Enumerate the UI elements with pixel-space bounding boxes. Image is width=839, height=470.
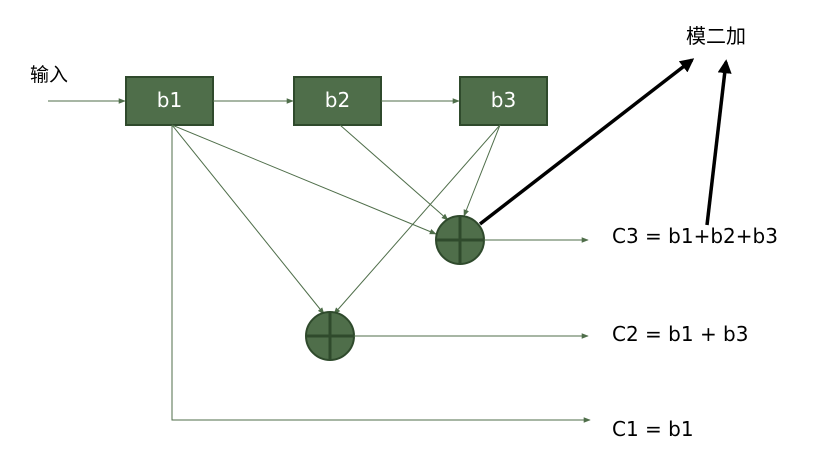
register-label-b1: b1 xyxy=(156,88,183,112)
annotation-arrow-plus xyxy=(705,59,732,226)
mod2-adder-c2 xyxy=(305,311,355,361)
output-label-c1: C1 = b1 xyxy=(612,417,694,441)
annotation-arrow-adder xyxy=(478,58,695,226)
line-b3-to-c2-adder xyxy=(333,124,501,315)
register-box-b3 xyxy=(459,76,548,126)
line-b1-to-c1 xyxy=(171,125,591,423)
output-label-c2: C2 = b1 + b3 xyxy=(612,322,749,346)
register-box-b2 xyxy=(293,76,382,126)
line-b2-to-c3-adder xyxy=(339,124,449,221)
register-label-b2: b2 xyxy=(324,88,351,112)
output-label-c3: C3 = b1+b2+b3 xyxy=(612,224,778,248)
mod2-adder-label: 模二加 xyxy=(686,24,746,48)
register-label-b3: b3 xyxy=(490,88,517,112)
line-b1-to-c3-adder xyxy=(171,124,437,235)
mod2-adder-c3 xyxy=(435,215,485,265)
line-b3-to-c3-adder xyxy=(463,124,501,217)
line-b1-to-c2-adder xyxy=(171,124,325,315)
input-label: 输入 xyxy=(30,64,69,86)
